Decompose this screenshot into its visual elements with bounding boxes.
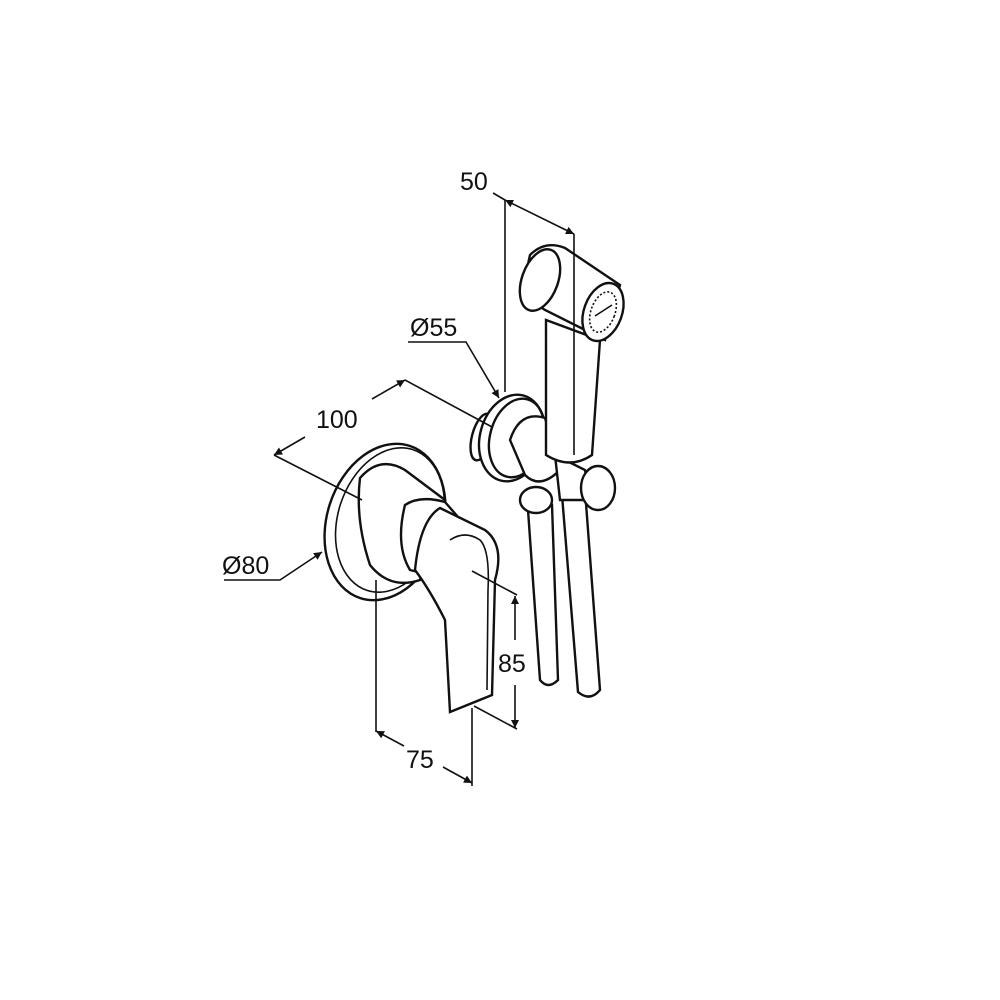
- dimension-handle-projection: 75: [375, 580, 473, 786]
- dimension-label-o55: Ø55: [410, 314, 457, 342]
- dimension-label-o80: Ø80: [222, 552, 269, 580]
- dimension-label-50: 50: [460, 168, 488, 196]
- dimension-label-75: 75: [406, 746, 434, 774]
- mixer-valve: [323, 442, 500, 714]
- dimension-hand-shower-width: 50: [460, 168, 575, 455]
- dimension-rosette-diameter: Ø80: [222, 551, 323, 581]
- shower-holder: [469, 393, 617, 515]
- hose: [526, 488, 602, 698]
- dimension-holder-diameter: Ø55: [408, 314, 500, 399]
- dimension-handle-height: 85: [471, 570, 526, 730]
- dimension-label-100: 100: [316, 406, 358, 434]
- dimension-label-85: 85: [498, 650, 526, 678]
- dimension-center-distance: 100: [273, 379, 493, 501]
